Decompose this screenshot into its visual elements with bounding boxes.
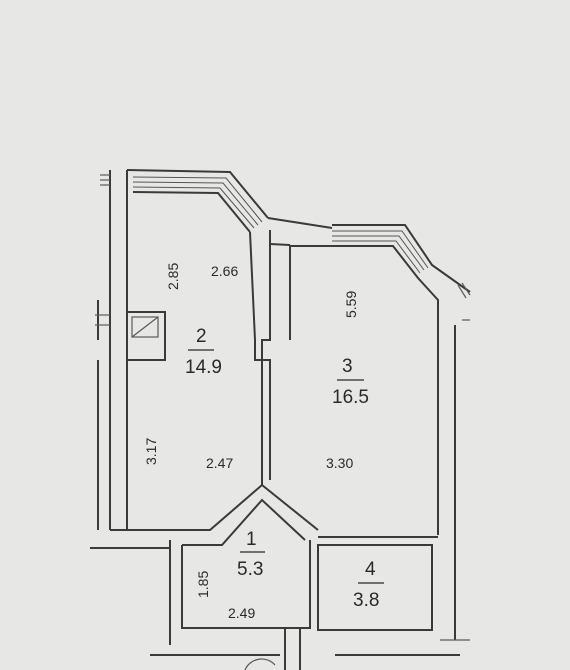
vent-shaft bbox=[127, 311, 166, 361]
right-wall bbox=[454, 319, 470, 640]
room2-top-window bbox=[126, 169, 269, 233]
room1-dim-width: 2.49 bbox=[228, 605, 255, 621]
room2-area: 14.9 bbox=[185, 357, 222, 378]
room1-dim-height: 1.85 bbox=[195, 571, 211, 598]
left-wall bbox=[95, 170, 128, 530]
room2-number: 2 bbox=[196, 326, 207, 347]
room2-dim-width-bottom: 2.47 bbox=[206, 455, 233, 471]
room4-number: 4 bbox=[365, 559, 376, 580]
room1-number: 1 bbox=[246, 529, 257, 550]
room-2: 2.85 2.66 2 14.9 3.17 2.47 bbox=[143, 263, 238, 471]
room1-walls bbox=[90, 498, 311, 670]
room-1: 1 5.3 1.85 2.49 bbox=[195, 529, 265, 621]
partition-2-3 bbox=[249, 217, 333, 485]
room3-area: 16.5 bbox=[332, 387, 369, 408]
room1-area: 5.3 bbox=[237, 559, 263, 580]
room2-dim-height: 2.85 bbox=[165, 263, 181, 290]
room2-dim-lower-height: 3.17 bbox=[143, 438, 159, 465]
room4-walls bbox=[317, 536, 438, 631]
room3-top-window bbox=[290, 224, 471, 535]
room4-area: 3.8 bbox=[353, 590, 379, 611]
room-4: 4 3.8 bbox=[353, 559, 384, 611]
room3-dim-height: 5.59 bbox=[343, 291, 359, 318]
bottom-walls bbox=[150, 639, 470, 670]
room2-dim-width-top: 2.66 bbox=[211, 263, 238, 279]
room2-bottom bbox=[110, 483, 319, 531]
room3-number: 3 bbox=[342, 356, 353, 377]
room-3: 5.59 3 16.5 3.30 bbox=[326, 291, 369, 471]
room3-dim-width: 3.30 bbox=[326, 455, 353, 471]
